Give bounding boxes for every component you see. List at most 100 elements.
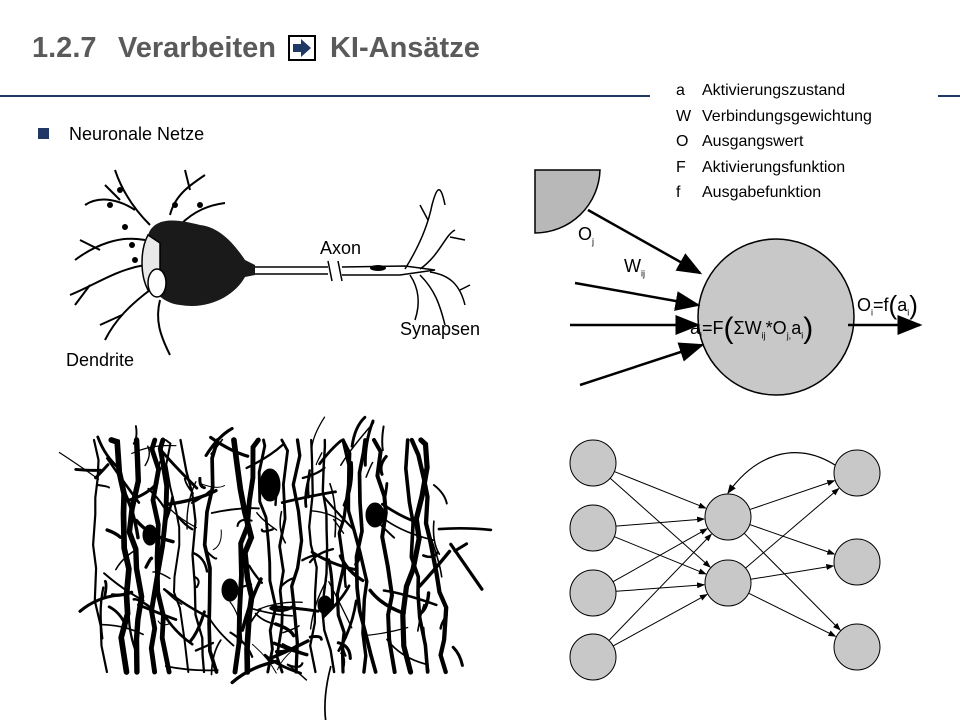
dendrite-branch [386, 638, 427, 666]
dendrites [69, 169, 226, 356]
network-edge [749, 524, 836, 555]
formula-a-sub: i [700, 330, 703, 341]
network-edge [750, 564, 835, 580]
out-paren-open: ( [888, 290, 898, 320]
formula-a: a [690, 318, 701, 338]
formula-w: W [744, 318, 762, 338]
hidden-node [704, 559, 752, 607]
dendrite-trunk [149, 437, 172, 675]
input-node [569, 439, 617, 487]
dendrite-branch [192, 551, 209, 573]
feedback-edge [727, 452, 836, 494]
network-edge [743, 532, 841, 631]
dendrite-branch [282, 625, 300, 634]
title-right: KI-Ansätze [329, 32, 480, 64]
cell-soma [365, 502, 385, 528]
dendrite-branch [341, 636, 348, 657]
dendrite-branch [301, 466, 326, 480]
dendrite-branch [350, 415, 367, 448]
dendrite-branch [379, 454, 388, 476]
wij-sub: ij [641, 268, 645, 279]
network-diagram [569, 439, 881, 681]
dendrite-trunk [275, 438, 290, 674]
network-edge [612, 594, 708, 647]
legend-key: O [676, 133, 689, 150]
dendrite-trunk [290, 438, 304, 674]
dendrite-branch [271, 605, 320, 613]
dendrite-branch [164, 488, 218, 507]
dendrite-branch [115, 548, 139, 571]
dendrite-branch [381, 502, 420, 524]
activation-formula: ai=F(ΣWij*Oj,ai) [690, 312, 813, 346]
dendrite-branch [337, 599, 358, 652]
dendrite-branch [451, 645, 464, 667]
source-node [534, 169, 601, 234]
dendrite-trunk [257, 438, 278, 674]
dendrite-branch [137, 603, 178, 621]
dendrite-branch [342, 461, 354, 507]
dendrite-branch [157, 620, 172, 626]
legend-text: Verbindungsgewichtung [702, 107, 872, 125]
dendrite-branch [308, 635, 323, 641]
dendrite-branch [96, 484, 111, 489]
formula-o-sub: j, [786, 330, 792, 341]
dendrite-branch [94, 463, 110, 480]
dendrite-branch [168, 507, 197, 529]
bullet-text: Neuronale Netze [69, 124, 205, 144]
network-edge [614, 471, 707, 509]
dendrite-trunk [164, 439, 190, 673]
dendrite-branch [381, 425, 385, 452]
formula-eq: =F [702, 318, 724, 338]
dendrite-branch [100, 623, 144, 636]
dendrite-branch [274, 644, 299, 654]
dendrite-branch [279, 576, 296, 588]
legend-text: Ausgangswert [702, 133, 804, 150]
dendrite-branch [340, 652, 346, 668]
dendrite-branch [251, 643, 277, 674]
dendrite-branch [121, 487, 140, 540]
wij-label: Wij [624, 256, 645, 279]
dendrite-branch [189, 610, 206, 643]
dendrite-branch [422, 551, 439, 559]
header-rule-right [938, 95, 960, 97]
formula-paren-close: ) [803, 312, 814, 345]
legend-key: a [676, 82, 685, 99]
out-paren-close: ) [909, 290, 918, 320]
formula-o: *O [765, 318, 787, 338]
dendrite-branch [127, 481, 159, 502]
dendrite-branch [310, 510, 344, 524]
dendrite-trunk [108, 437, 132, 675]
dendrite-branch [281, 643, 306, 655]
input-arrow [579, 342, 705, 387]
dendrite-branch [164, 665, 219, 672]
dendrite-branch [158, 457, 165, 470]
dendrite-branch [58, 451, 100, 480]
dendrite-branch [161, 450, 199, 490]
cell-soma [259, 468, 281, 502]
out-a: a [897, 295, 908, 315]
neural-tissue-image [58, 415, 493, 720]
dendrite-branch [418, 549, 452, 588]
dendrite-branch [131, 444, 177, 455]
wij-main: W [624, 256, 641, 276]
square-bullet-icon [38, 128, 49, 139]
right-arrow-icon [287, 35, 316, 69]
dendrite-branch [236, 518, 253, 528]
dendrite-branch [194, 641, 215, 652]
dendrite-branch [301, 553, 318, 562]
synapsen-label: Synapsen [400, 319, 481, 339]
input-node [569, 504, 617, 552]
dendrite-branch [132, 425, 138, 445]
out-a-sub: i [907, 307, 910, 318]
oj-label: Oj [578, 224, 594, 247]
dendrite-branch [361, 626, 409, 637]
dendrite-branch [382, 589, 438, 607]
dendrite-branch [279, 510, 287, 544]
dendrite-branch [210, 507, 260, 514]
dendrite-branch [99, 586, 105, 640]
dendrite-branch [252, 608, 294, 617]
formula-w-sub: ij [761, 330, 766, 341]
